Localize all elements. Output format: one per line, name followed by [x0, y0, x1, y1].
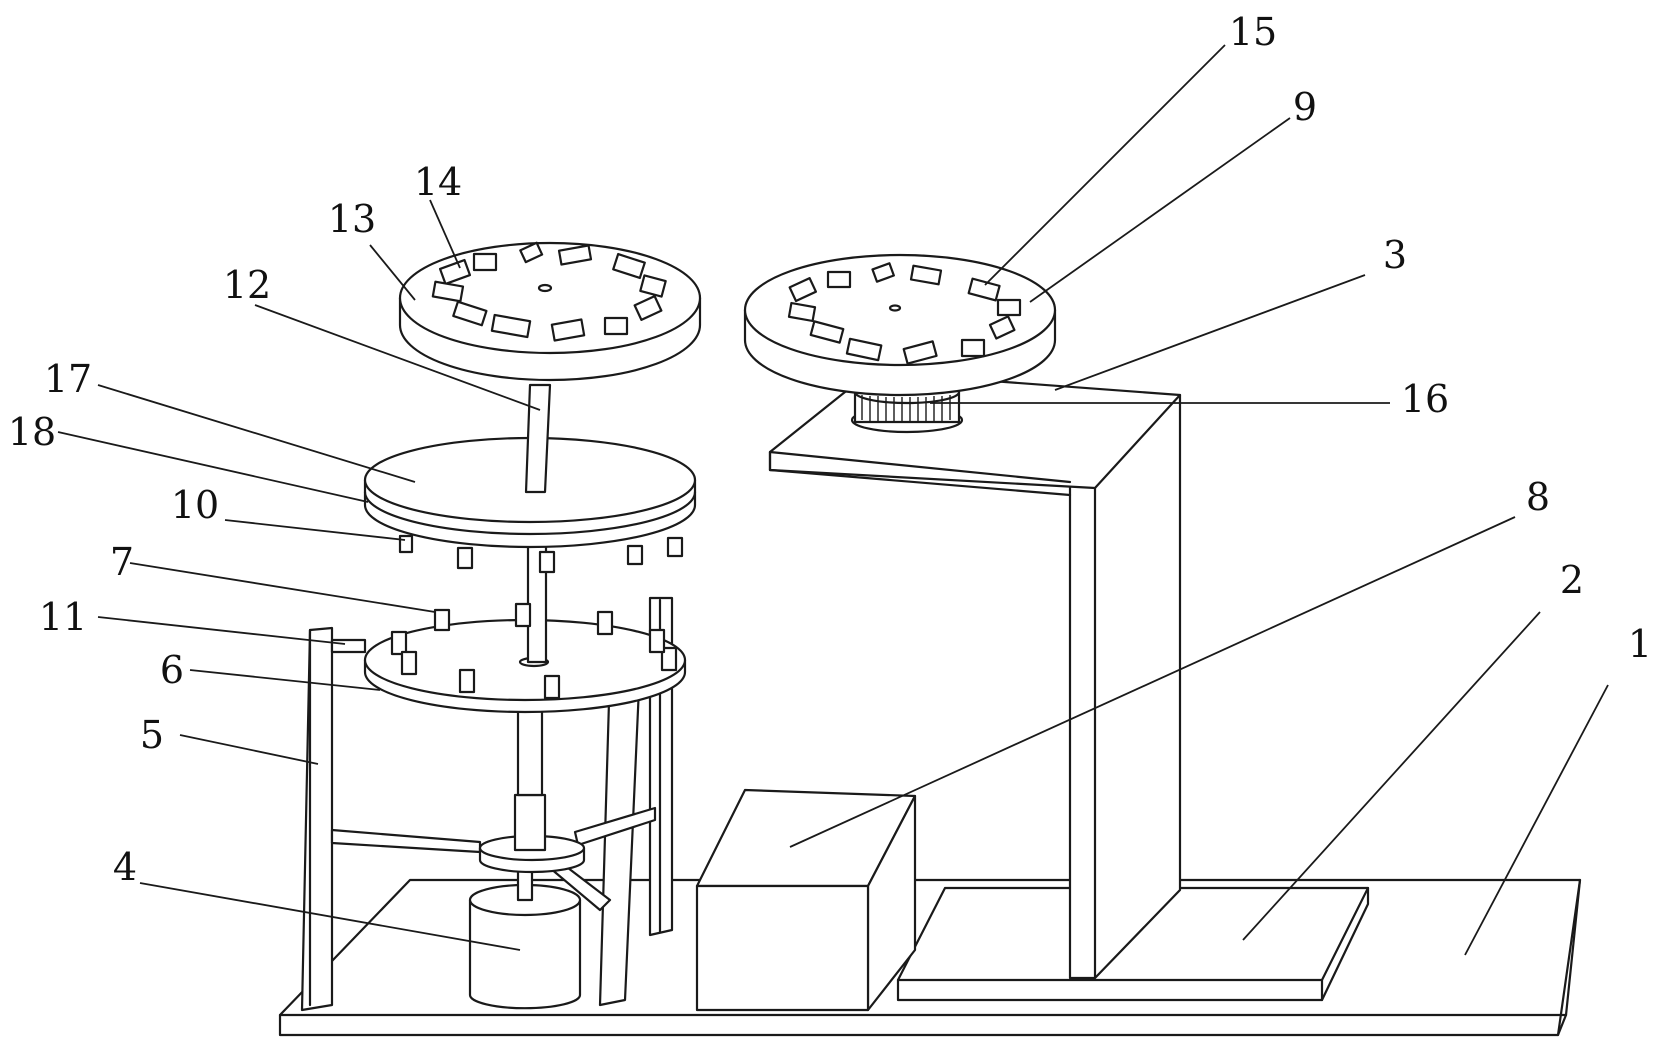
upper-shaft [524, 383, 552, 494]
label-1: 1 [1628, 622, 1652, 666]
label-14: 14 [414, 160, 462, 204]
middle-disc-pins [398, 534, 684, 574]
lower-disc [363, 538, 687, 714]
part-labels: 1 2 3 4 5 6 7 8 9 10 11 12 13 14 15 16 1… [8, 10, 1652, 889]
shaft-coupling [478, 698, 586, 874]
motor [468, 850, 582, 1010]
label-2: 2 [1560, 558, 1584, 602]
label-5: 5 [140, 713, 164, 757]
upper-disc-blocks [431, 241, 667, 342]
label-12: 12 [223, 263, 271, 307]
label-3: 3 [1383, 233, 1407, 277]
label-6: 6 [160, 648, 184, 692]
label-4: 4 [113, 845, 137, 889]
label-8: 8 [1526, 475, 1550, 519]
right-disc [743, 253, 1057, 397]
label-17: 17 [44, 357, 92, 401]
control-box [695, 788, 917, 1012]
label-18: 18 [8, 410, 56, 454]
label-13: 13 [328, 197, 376, 241]
middle-disc [363, 436, 697, 574]
label-9: 9 [1293, 85, 1317, 129]
label-7: 7 [110, 540, 134, 584]
label-10: 10 [171, 483, 219, 527]
leader-lines [57, 44, 1609, 956]
upper-disc [398, 241, 702, 382]
lower-disc-pins [390, 602, 678, 700]
right-disc-blocks [787, 262, 1022, 365]
label-11: 11 [39, 595, 87, 639]
label-16: 16 [1401, 377, 1449, 421]
label-15: 15 [1229, 10, 1277, 54]
